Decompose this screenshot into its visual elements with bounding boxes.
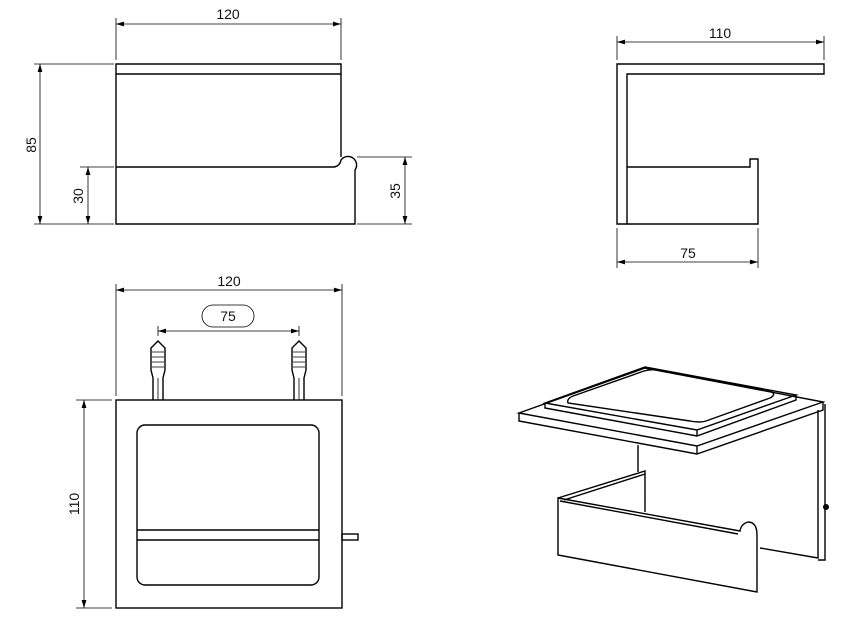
front-height-label: 85 (23, 137, 39, 153)
iso-holder-arm (557, 470, 758, 593)
anchor-spacing-badge (201, 304, 255, 328)
wall-width-label: 120 (217, 273, 241, 289)
isometric-view (516, 366, 829, 593)
front-shelf (115, 63, 342, 75)
wall-plate-recess (136, 424, 320, 586)
wall-view: 120 75 110 (66, 273, 359, 609)
front-right-label: 35 (387, 183, 403, 199)
front-width-label: 120 (216, 6, 240, 22)
anchor-spacing-label: 75 (220, 308, 236, 324)
iso-shelf (516, 367, 826, 455)
iso-screw (823, 504, 829, 510)
front-body (115, 74, 358, 225)
wall-height-label: 110 (66, 493, 82, 516)
iso-plate (542, 366, 799, 437)
side-bottom-label: 75 (680, 245, 696, 261)
iso-back-panel (637, 404, 826, 561)
side-profile (616, 63, 825, 225)
front-view: 120 85 30 35 (23, 6, 412, 225)
wall-plate (115, 399, 343, 609)
wall-anchor-right (291, 340, 307, 400)
wall-anchor-left (150, 340, 166, 400)
side-view: 110 75 (616, 25, 825, 268)
iso-plate-recess (566, 368, 775, 423)
front-lower-label: 30 (70, 188, 86, 204)
side-top-label: 110 (709, 25, 732, 41)
